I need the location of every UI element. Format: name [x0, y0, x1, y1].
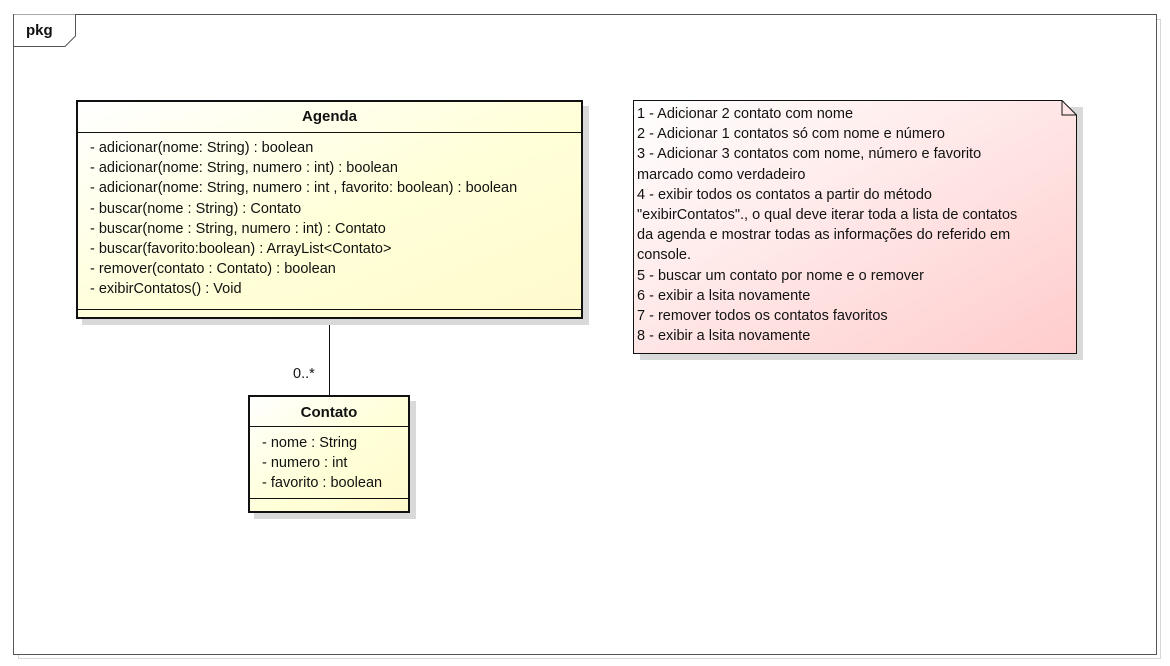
contato-empty-compartment [250, 499, 408, 505]
note-line: 3 - Adicionar 3 contatos com nome, númer… [637, 146, 982, 163]
note-line: console. [637, 247, 692, 264]
agenda-operation: - buscar(favorito:boolean) : ArrayList<C… [90, 241, 392, 258]
note-line: da agenda e mostrar todas as informações… [637, 227, 1011, 244]
agenda-empty-compartment [78, 310, 581, 316]
contato-attributes-compartment: - nome : String - numero : int - favorit… [250, 427, 408, 499]
agenda-operation: - remover(contato : Contato) : boolean [90, 261, 336, 278]
agenda-class[interactable]: Agenda - adicionar(nome: String) : boole… [76, 100, 583, 319]
package-label: pkg [26, 22, 53, 39]
agenda-operation: - buscar(nome : String) : Contato [90, 200, 302, 217]
note-text: 1 - Adicionar 2 contato com nome 2 - Adi… [637, 104, 1067, 346]
note-line: 4 - exibir todos os contatos a partir do… [637, 186, 932, 203]
contato-attribute: - favorito : boolean [262, 475, 383, 492]
contato-class-name: Contato [250, 397, 408, 427]
note-line: "exibirContatos"., o qual deve iterar to… [637, 207, 1018, 224]
note-line: 8 - exibir a lsita novamente [637, 328, 811, 345]
agenda-operation: - adicionar(nome: String, numero : int ,… [90, 180, 518, 197]
note-line: 2 - Adicionar 1 contatos só com nome e n… [637, 126, 945, 143]
association-multiplicity: 0..* [293, 366, 315, 382]
agenda-class-name: Agenda [78, 102, 581, 133]
agenda-operations-compartment: - adicionar(nome: String) : boolean - ad… [78, 133, 581, 310]
contato-attribute: - nome : String [262, 435, 358, 451]
package-tab [13, 14, 76, 47]
agenda-operation: - buscar(nome : String, numero : int) : … [90, 220, 386, 237]
contato-class[interactable]: Contato - nome : String - numero : int -… [248, 395, 410, 513]
note-line: 7 - remover todos os contatos favoritos [637, 308, 888, 325]
note-line: 1 - Adicionar 2 contato com nome [637, 106, 854, 122]
note-line: marcado como verdadeiro [637, 166, 806, 183]
agenda-operation: - adicionar(nome: String, numero : int) … [90, 160, 398, 177]
note-shape[interactable] [633, 100, 1085, 362]
note-line: 5 - buscar um contato por nome e o remov… [637, 267, 924, 284]
note-line: 6 - exibir a lsita novamente [637, 287, 811, 304]
contato-attribute: - numero : int [262, 455, 348, 472]
agenda-operation: - adicionar(nome: String) : boolean [90, 140, 314, 156]
agenda-operation: - exibirContatos() : Void [90, 281, 242, 298]
